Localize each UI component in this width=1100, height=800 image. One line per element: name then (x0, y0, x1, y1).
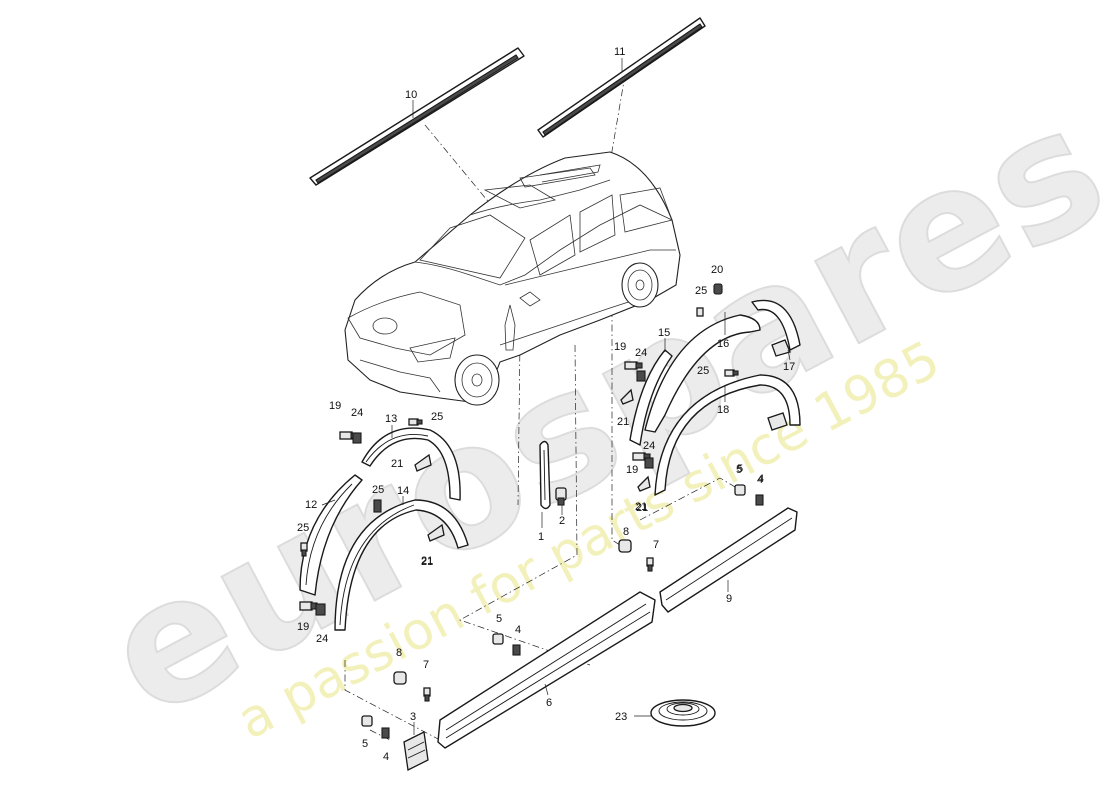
callout-21: 21 (391, 458, 403, 470)
callout-19: 19 (297, 621, 309, 633)
callout-1: 1 (538, 531, 544, 543)
part-11-door-strip (537, 17, 706, 138)
part-2-clip (555, 487, 567, 515)
callout-4: 4 (757, 474, 763, 486)
part-13-wheel-arch (361, 425, 461, 501)
part-1-pillar-trim (539, 440, 551, 528)
part-16-wheel-arch (644, 312, 761, 433)
callout-9: 9 (726, 593, 732, 605)
callout-19: 19 (329, 400, 341, 412)
part-14-wheel-arch (334, 496, 469, 631)
callout-25: 25 (372, 484, 384, 496)
callout-25: 25 (697, 365, 709, 377)
callout-25: 25 (431, 411, 443, 423)
callout-7: 7 (653, 539, 659, 551)
callout-25: 25 (695, 285, 707, 297)
callout-24: 24 (316, 633, 328, 645)
callout-3: 3 (410, 711, 416, 723)
part-6-side-sill (437, 591, 656, 749)
part-15-fender-flare (629, 338, 673, 446)
callout-8: 8 (623, 526, 629, 538)
callout-labels: 1 2 3 4 4 4 4 5 5 5 5 6 7 7 8 8 9 10 11 … (297, 46, 795, 763)
callout-24: 24 (635, 347, 647, 359)
callout-5: 5 (737, 463, 743, 475)
callout-6: 6 (546, 697, 552, 709)
callout-23: 23 (615, 711, 627, 723)
callout-17: 17 (783, 361, 795, 373)
fasteners (299, 283, 764, 739)
callout-19: 19 (614, 341, 626, 353)
callout-4: 4 (515, 624, 521, 636)
vehicle-illustration (344, 151, 681, 406)
part-17-arch-trim (751, 299, 801, 361)
callout-25: 25 (297, 522, 309, 534)
callout-5: 5 (496, 613, 502, 625)
callout-21: 21 (617, 416, 629, 428)
callout-21: 21 (635, 501, 647, 513)
callout-2: 2 (559, 515, 565, 527)
callout-5: 5 (736, 464, 742, 476)
callout-15: 15 (658, 327, 670, 339)
callout-21: 21 (421, 556, 433, 568)
callout-10: 10 (405, 89, 417, 101)
callout-14: 14 (397, 485, 409, 497)
part-10-door-strip (309, 47, 525, 186)
callout-24: 24 (643, 440, 655, 452)
callout-21: 21 (636, 502, 648, 514)
part-23-tape-roll (634, 699, 716, 727)
callout-5: 5 (362, 738, 368, 750)
callout-19: 19 (626, 464, 638, 476)
callout-4: 4 (758, 473, 764, 485)
callout-16: 16 (717, 338, 729, 350)
callout-20: 20 (711, 264, 723, 276)
part-3-end-cap (403, 722, 429, 771)
callout-12: 12 (305, 499, 317, 511)
callout-21: 21 (421, 555, 433, 567)
callout-13: 13 (385, 413, 397, 425)
callout-11: 11 (614, 46, 625, 58)
part-9-rear-sill (659, 507, 798, 613)
callout-24: 24 (351, 407, 363, 419)
callout-8: 8 (396, 647, 402, 659)
callout-4: 4 (383, 751, 389, 763)
callout-18: 18 (717, 404, 729, 416)
part-18-wheel-arch (654, 374, 801, 496)
callout-7: 7 (423, 659, 429, 671)
